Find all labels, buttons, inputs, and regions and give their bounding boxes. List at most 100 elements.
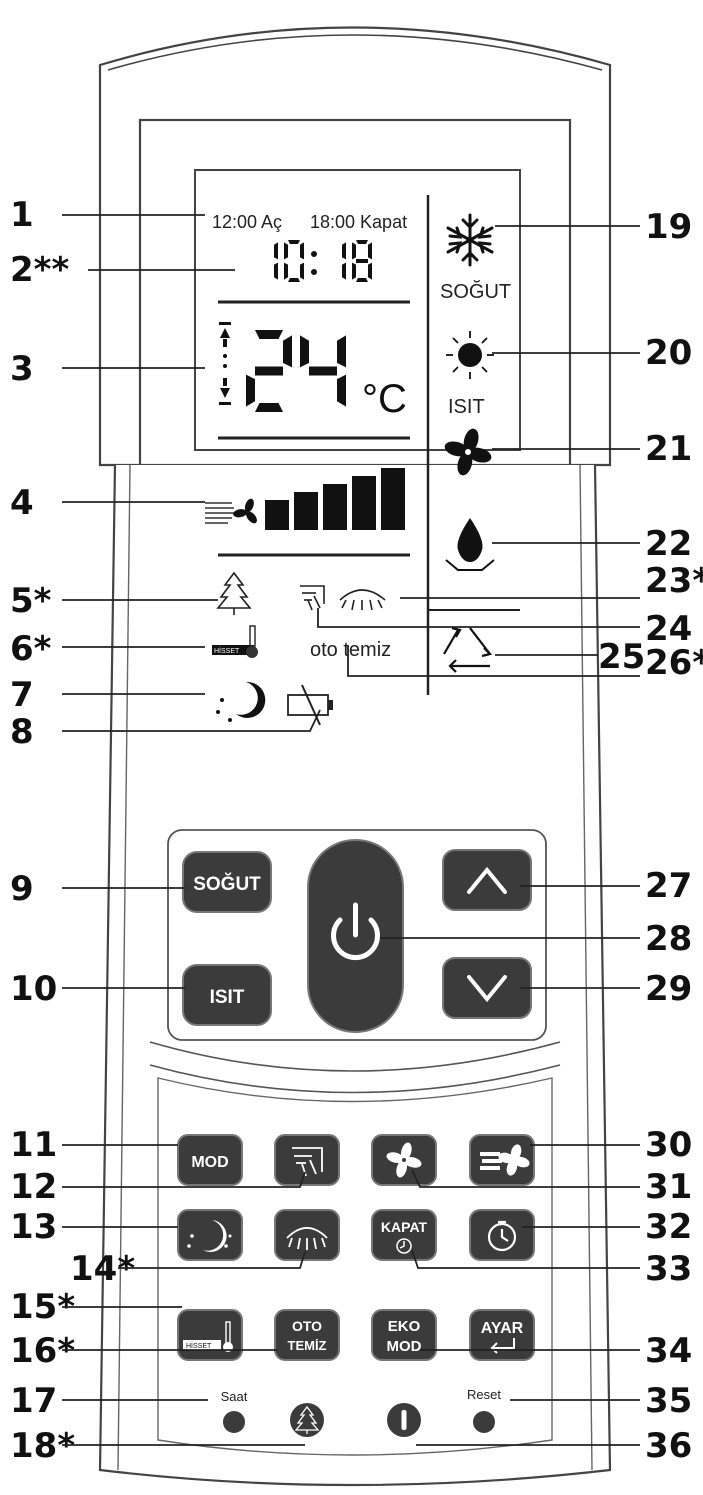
temp-down-button[interactable]: [442, 957, 532, 1019]
segment-g: [255, 366, 283, 376]
display-button[interactable]: [387, 1403, 421, 1437]
callout-3: 3: [10, 349, 34, 389]
horizontal-swing-button[interactable]: [274, 1209, 340, 1261]
vertical-swing-button[interactable]: [274, 1134, 340, 1186]
cool-button-label: SOĞUT: [193, 873, 261, 895]
clock-digit: [352, 240, 372, 282]
segment-g: [309, 366, 337, 376]
callout-20: 20: [645, 333, 692, 373]
set-button[interactable]: AYAR: [469, 1309, 535, 1361]
mode-button[interactable]: MOD: [177, 1134, 243, 1186]
eco-button[interactable]: EKO MOD: [371, 1309, 437, 1361]
callouts-left: 1 2** 3 4 5* 6* 7 8 9 10 11 12 13 14* 15…: [10, 195, 135, 1466]
segment-b: [283, 335, 292, 368]
callout-6: 6*: [10, 629, 52, 669]
fan-speed-bar: [265, 500, 289, 530]
lcd-display: 12:00 Aç 18:00 Kapat °C: [205, 195, 520, 726]
temperature-digit: [246, 330, 292, 412]
mode-cool-label: SOĞUT: [440, 280, 511, 303]
callout-33: 33: [645, 1249, 692, 1289]
segment-e: [284, 262, 288, 280]
heat-button[interactable]: ISIT: [182, 964, 272, 1026]
callout-35: 35: [645, 1381, 692, 1421]
temp-arrows-icon: [219, 322, 231, 405]
fan-speed-icon: [205, 498, 257, 524]
auto-clean-button[interactable]: OTO TEMİZ: [274, 1309, 340, 1361]
snowflake-icon: [446, 213, 494, 267]
reset-button-label: Reset: [467, 1387, 501, 1402]
callout-lines-right: [317, 225, 640, 1446]
auto-clean-button-line1: OTO: [292, 1318, 322, 1334]
segment-f: [352, 242, 356, 260]
callout-30: 30: [645, 1125, 692, 1165]
temperature-unit: °C: [362, 377, 407, 421]
timer-off-label: 18:00 Kapat: [310, 212, 407, 232]
segment-c: [342, 262, 346, 280]
swing-icon: [339, 589, 386, 611]
sleep-button[interactable]: [177, 1209, 243, 1261]
turbo-button[interactable]: [469, 1134, 535, 1186]
segment-f: [300, 335, 309, 368]
segment-c: [300, 262, 304, 280]
on-timer-button[interactable]: [469, 1209, 535, 1261]
callout-2: 2**: [10, 250, 69, 290]
timer-on-label: 12:00 Aç: [212, 212, 282, 232]
fan-speed-bars: [265, 468, 405, 530]
clock-display: [274, 240, 372, 282]
auto-clean-label: oto temiz: [310, 639, 391, 661]
cool-button[interactable]: SOĞUT: [182, 851, 272, 913]
callout-19: 19: [645, 207, 692, 247]
callout-16: 16*: [10, 1331, 75, 1371]
callout-31: 31: [645, 1167, 692, 1207]
segment-c: [368, 262, 372, 280]
segment-a: [288, 240, 300, 244]
callout-17: 17: [10, 1381, 57, 1421]
segment-b: [300, 242, 304, 260]
chevron-up-icon: [467, 866, 507, 894]
moon-icon: [187, 1220, 232, 1252]
mode-heat-label: ISIT: [448, 396, 485, 418]
clock-button[interactable]: [223, 1411, 245, 1433]
callouts-right: 19 20 21 22 23* 24 25 26* 27 28 29 30 31…: [598, 207, 703, 1466]
callout-10: 10: [10, 969, 57, 1009]
fresh-button[interactable]: [290, 1403, 324, 1437]
callout-lines-left: [62, 214, 321, 1446]
fan-speed-bar: [381, 468, 405, 530]
thermometer-icon: HİSSET: [212, 625, 258, 658]
temp-up-button[interactable]: [442, 849, 532, 911]
callout-28: 28: [645, 919, 692, 959]
timer-icon: [487, 1220, 517, 1252]
segment-b: [274, 242, 278, 260]
fan-speed-bar: [352, 476, 376, 530]
callout-26: 26*: [645, 643, 703, 683]
fan-speed-button[interactable]: [371, 1134, 437, 1186]
callout-4: 4: [10, 483, 34, 523]
segment-e: [246, 374, 255, 407]
clock-digit: [284, 240, 304, 282]
temperature-digit: [300, 335, 346, 407]
callout-27: 27: [645, 866, 692, 906]
enter-icon: [490, 1338, 515, 1354]
fan-icon: [386, 1142, 422, 1178]
callout-5: 5*: [10, 581, 52, 621]
clock-button-label: Saat: [221, 1389, 248, 1404]
fan-speed-bar: [294, 492, 318, 530]
vertical-swing-button-icon: [292, 1147, 323, 1177]
callout-22: 22: [645, 524, 692, 564]
segment-f: [284, 242, 288, 260]
callout-32: 32: [645, 1207, 692, 1247]
feel-button[interactable]: HİSSET: [177, 1309, 243, 1361]
clock-colon-top: [311, 251, 317, 257]
segment-b: [368, 242, 372, 260]
feel-button-label: HİSSET: [186, 1341, 212, 1350]
clock-colon-bottom: [311, 269, 317, 275]
reset-button[interactable]: [473, 1411, 495, 1433]
power-button[interactable]: [307, 839, 404, 1033]
moon-icon: [216, 681, 266, 722]
off-timer-button[interactable]: KAPAT: [371, 1209, 437, 1261]
temperature-display: [246, 330, 346, 412]
off-timer-button-label: KAPAT: [381, 1219, 428, 1235]
clock-digit: [342, 242, 346, 280]
callout-1: 1: [10, 195, 34, 235]
clock-digit: [274, 242, 278, 280]
